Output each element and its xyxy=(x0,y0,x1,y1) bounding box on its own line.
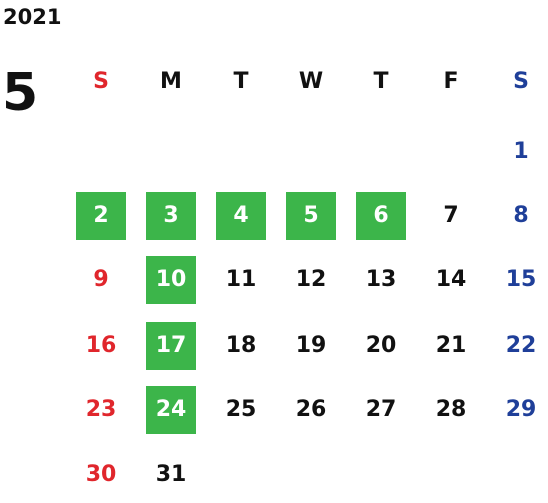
highlighted-day-cell[interactable]: 24 xyxy=(146,386,196,434)
day-cell[interactable]: 11 xyxy=(225,267,257,292)
weekday-friday: F xyxy=(443,69,459,94)
month-number: 5 xyxy=(2,63,39,123)
day-cell[interactable]: 15 xyxy=(505,267,537,292)
weekday-wednesday: W xyxy=(298,69,324,94)
day-cell[interactable]: 13 xyxy=(365,267,397,292)
day-cell[interactable]: 29 xyxy=(505,397,537,422)
day-cell[interactable]: 9 xyxy=(93,267,109,292)
day-cell[interactable]: 16 xyxy=(85,333,117,358)
day-cell[interactable]: 28 xyxy=(435,397,467,422)
day-cell[interactable]: 30 xyxy=(85,462,117,487)
day-cell[interactable]: 22 xyxy=(505,333,537,358)
weekday-thursday: T xyxy=(373,69,389,94)
highlighted-day-cell[interactable]: 10 xyxy=(146,256,196,304)
highlighted-day-cell[interactable]: 4 xyxy=(216,192,266,240)
highlighted-day-cell[interactable]: 6 xyxy=(356,192,406,240)
year-label: 2021 xyxy=(3,5,62,29)
weekday-saturday: S xyxy=(513,69,529,94)
day-cell[interactable]: 12 xyxy=(295,267,327,292)
weekday-monday: M xyxy=(160,69,182,94)
day-cell[interactable]: 31 xyxy=(155,462,187,487)
highlighted-day-cell[interactable]: 3 xyxy=(146,192,196,240)
day-cell[interactable]: 1 xyxy=(513,139,529,164)
day-cell[interactable]: 27 xyxy=(365,397,397,422)
day-cell[interactable]: 23 xyxy=(85,397,117,422)
day-cell[interactable]: 21 xyxy=(435,333,467,358)
day-cell[interactable]: 26 xyxy=(295,397,327,422)
day-cell[interactable]: 7 xyxy=(443,203,459,228)
day-cell[interactable]: 8 xyxy=(513,203,529,228)
highlighted-day-cell[interactable]: 2 xyxy=(76,192,126,240)
day-cell[interactable]: 25 xyxy=(225,397,257,422)
day-cell[interactable]: 18 xyxy=(225,333,257,358)
highlighted-day-cell[interactable]: 17 xyxy=(146,322,196,370)
day-cell[interactable]: 20 xyxy=(365,333,397,358)
day-cell[interactable]: 14 xyxy=(435,267,467,292)
weekday-sunday: S xyxy=(93,69,109,94)
highlighted-day-cell[interactable]: 5 xyxy=(286,192,336,240)
weekday-tuesday: T xyxy=(233,69,249,94)
day-cell[interactable]: 19 xyxy=(295,333,327,358)
